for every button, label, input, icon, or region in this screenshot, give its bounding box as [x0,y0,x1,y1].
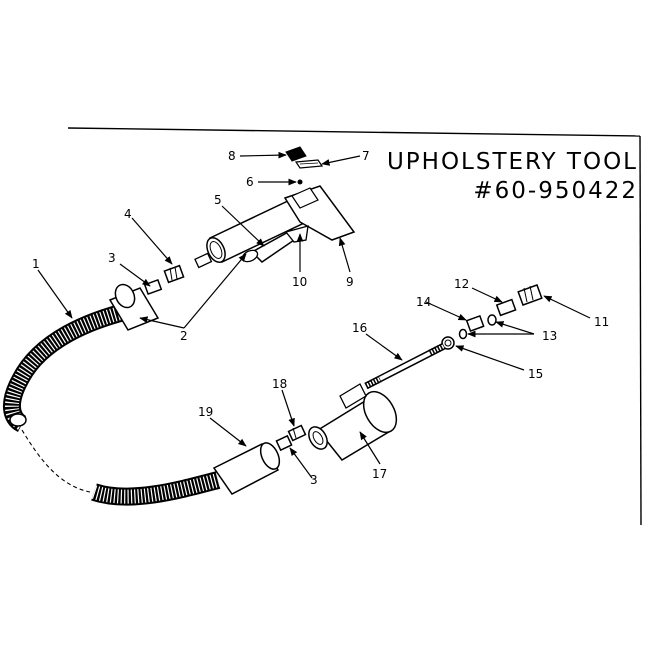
part-8-clip [285,146,307,162]
part-11-quick-connect [517,284,543,306]
part-13-o-rings [458,314,497,340]
part-14-valve [465,314,485,332]
drawing-border [67,127,642,526]
callout-8: 8 [228,149,236,163]
part-18-fitting [287,424,307,442]
part-5-tool-handle [194,199,304,269]
part-7-plate [294,159,324,169]
callout-13: 13 [542,329,557,343]
leader-lines [37,151,591,479]
callout-3-upper: 3 [108,251,116,265]
callout-14: 14 [416,295,431,309]
callout-10: 10 [292,275,307,289]
part-1-hose [3,301,135,433]
callout-6: 6 [246,175,254,189]
callout-7: 7 [362,149,370,163]
callout-labels: 1 2 3 3 4 5 6 7 8 9 10 11 12 13 14 15 16… [32,149,609,487]
callout-9: 9 [346,275,354,289]
part-1-hose-lower [21,429,221,506]
callout-19: 19 [198,405,213,419]
part-9-nozzle [283,185,356,241]
callout-15: 15 [528,367,543,381]
part-3-fitting-lower [275,434,293,452]
callout-11: 11 [594,315,609,329]
part-3-fitting-upper [143,278,163,296]
part-15-nut [441,336,455,350]
title-line-2: #60-950422 [473,177,638,204]
callout-1: 1 [32,257,40,271]
callout-18: 18 [272,377,287,391]
diagram-title: UPHOLSTERY TOOL #60-950422 [387,148,638,206]
callout-17: 17 [372,467,387,481]
callout-16: 16 [352,321,367,335]
part-19-hose-cuff [212,442,281,495]
part-12-nipple [495,298,517,317]
callout-4: 4 [124,207,132,221]
part-16-rod [364,342,446,390]
part-4-connector [163,264,185,284]
part-6-pin [297,179,303,185]
callout-2: 2 [180,329,188,343]
callout-3-lower: 3 [310,473,318,487]
part-17-valve-body [308,383,398,461]
title-line-1: UPHOLSTERY TOOL [386,149,638,175]
callout-12: 12 [454,277,469,291]
callout-5: 5 [214,193,222,207]
